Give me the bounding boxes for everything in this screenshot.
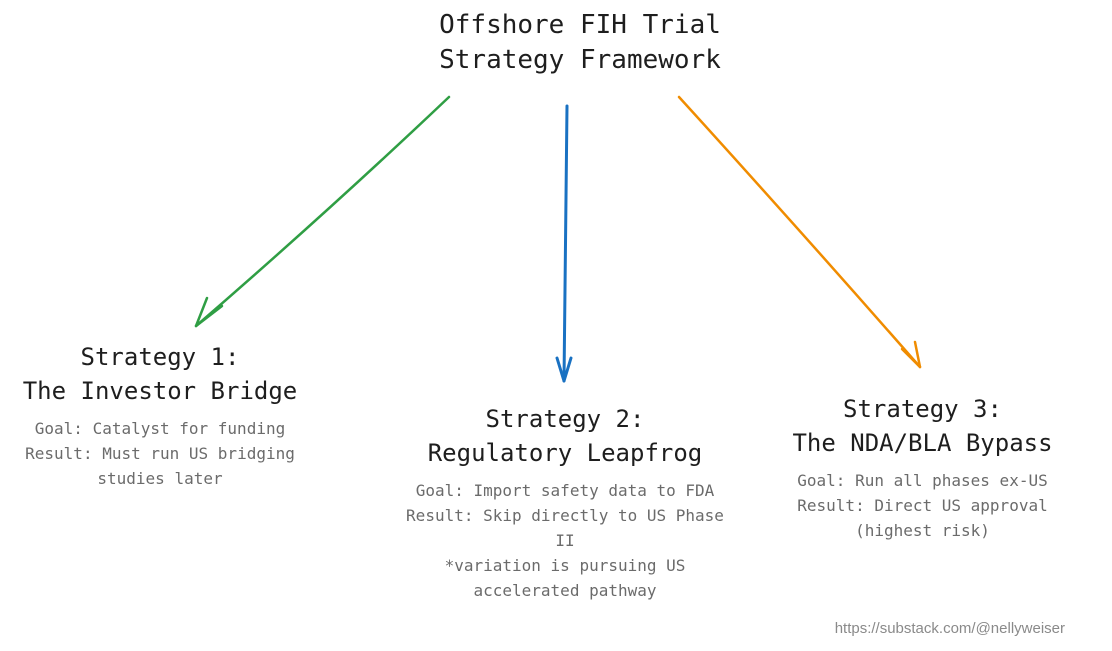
diagram-title: Offshore FIH Trial Strategy Framework — [380, 8, 780, 78]
strategy-2-number: Strategy 2: — [485, 405, 645, 433]
strategy-3-result: Result: Direct US approval — [797, 496, 1048, 515]
strategy-3-block: Strategy 3: The NDA/BLA Bypass Goal: Run… — [760, 392, 1085, 543]
strategy-1-result-cont: studies later — [97, 469, 223, 488]
strategy-1-heading: Strategy 1: The Investor Bridge — [0, 340, 320, 408]
strategy-2-note-cont: accelerated pathway — [473, 581, 657, 600]
strategy-1-description: Goal: Catalyst for funding Result: Must … — [0, 416, 320, 491]
arrow-2-shaft — [562, 104, 569, 383]
strategy-1-result: Result: Must run US bridging — [25, 444, 295, 463]
strategy-2-description: Goal: Import safety data to FDA Result: … — [395, 478, 735, 603]
source-url[interactable]: https://substack.com/@nellyweiser — [834, 620, 1065, 637]
strategy-3-heading: Strategy 3: The NDA/BLA Bypass — [760, 392, 1085, 460]
arrow-strategy-2 — [555, 104, 573, 383]
strategy-2-note: *variation is pursuing US — [444, 556, 686, 575]
arrow-strategy-1 — [194, 95, 451, 328]
strategy-2-block: Strategy 2: Regulatory Leapfrog Goal: Im… — [395, 402, 735, 603]
arrow-1-head — [194, 296, 224, 328]
strategy-1-name: The Investor Bridge — [22, 377, 298, 405]
strategy-3-name: The NDA/BLA Bypass — [792, 429, 1053, 457]
title-line-2: Strategy Framework — [439, 45, 721, 75]
strategy-3-result-cont: (highest risk) — [855, 521, 990, 540]
strategy-3-description: Goal: Run all phases ex-US Result: Direc… — [760, 468, 1085, 543]
arrow-1-shaft — [194, 95, 451, 328]
strategy-3-goal: Goal: Run all phases ex-US — [797, 471, 1048, 490]
title-line-1: Offshore FIH Trial — [439, 10, 721, 40]
arrow-strategy-3 — [677, 95, 922, 369]
strategy-3-number: Strategy 3: — [843, 395, 1002, 423]
arrow-3-head — [900, 340, 922, 369]
strategy-1-number: Strategy 1: — [80, 343, 240, 371]
strategy-1-block: Strategy 1: The Investor Bridge Goal: Ca… — [0, 340, 320, 491]
strategy-2-result: Result: Skip directly to US Phase — [406, 506, 724, 525]
strategy-1-goal: Goal: Catalyst for funding — [34, 419, 286, 438]
strategy-2-result-cont: II — [555, 531, 575, 550]
strategy-2-name: Regulatory Leapfrog — [427, 439, 703, 467]
strategy-2-goal: Goal: Import safety data to FDA — [415, 481, 715, 500]
strategy-2-heading: Strategy 2: Regulatory Leapfrog — [395, 402, 735, 470]
arrow-3-shaft — [677, 95, 922, 369]
arrow-2-head — [555, 356, 573, 383]
